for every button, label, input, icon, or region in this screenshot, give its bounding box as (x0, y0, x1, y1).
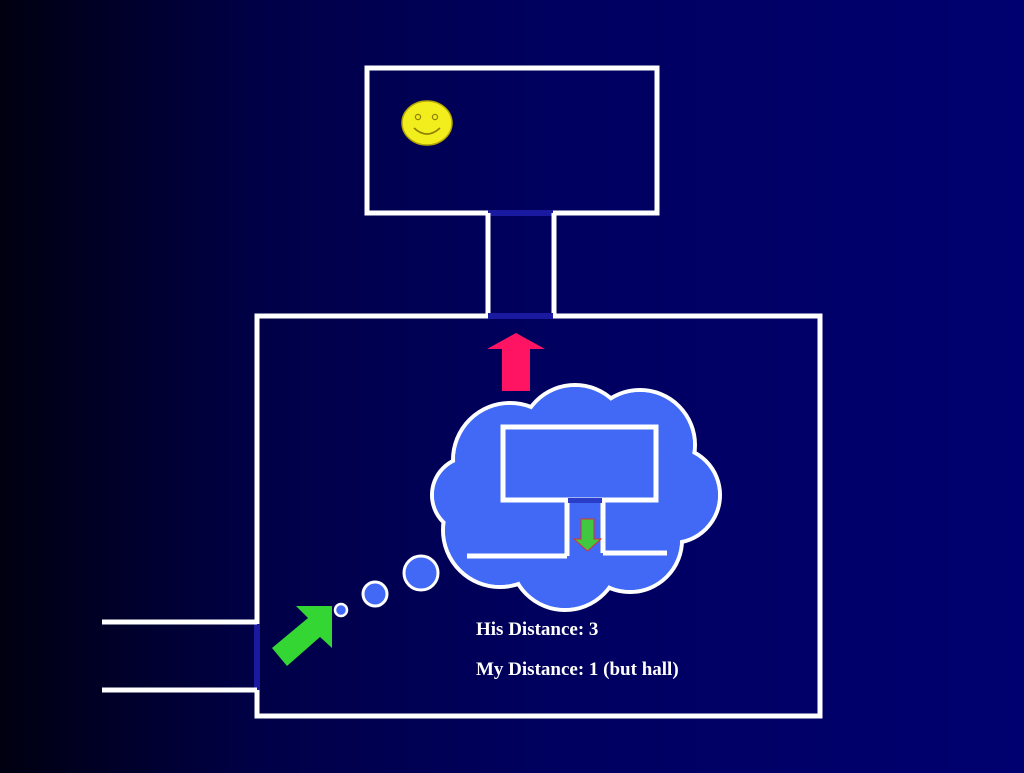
thought-bubble-medium (361, 580, 389, 608)
up-arrow-icon (487, 333, 545, 391)
diagonal-arrow-icon (272, 606, 332, 666)
his-distance-label: His Distance: 3 (476, 619, 599, 640)
big-room-left-doorway (254, 624, 260, 690)
thought-bubble-large (402, 554, 440, 592)
top-room (364, 65, 660, 216)
thought-bubble-small (333, 602, 349, 618)
big-room-top-doorway (488, 313, 553, 319)
imagined-doorway (568, 498, 602, 503)
top-room-doorway (488, 210, 553, 216)
down-arrow-icon (572, 518, 603, 552)
my-distance-label: My Distance: 1 (but hall) (476, 659, 679, 680)
smiley-face-icon (401, 100, 453, 146)
